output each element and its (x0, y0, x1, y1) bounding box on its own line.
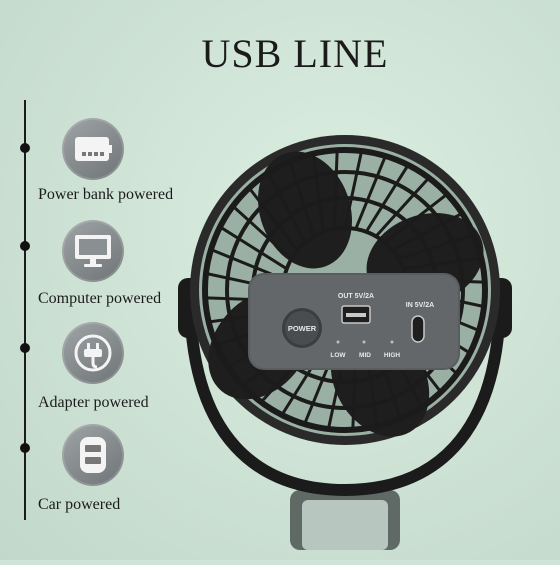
grille-spoke (403, 256, 484, 271)
grille-spoke (311, 151, 326, 232)
grille-spoke (246, 185, 299, 252)
speed-high-label: HIGH (384, 352, 401, 359)
speed-low-label: LOW (330, 352, 346, 359)
grille-spoke (266, 170, 307, 244)
usb-out-label: OUT 5V/2A (338, 293, 374, 300)
power-bank-icon (62, 118, 124, 180)
grille-spoke (217, 224, 288, 271)
grille-spoke (332, 148, 339, 229)
usb-c-port[interactable] (411, 315, 425, 343)
feature-label: Adapter powered (38, 394, 149, 411)
power-button-label: POWER (288, 324, 317, 333)
timeline-dot (20, 143, 30, 153)
feature-label: Car powered (38, 496, 121, 513)
speed-mid-label: MID (359, 352, 371, 359)
page-title: USB LINE (201, 31, 389, 76)
car-usb-icon (62, 424, 124, 486)
grille-spoke (230, 203, 293, 261)
grille-spoke (364, 162, 411, 233)
fan-illustration: POWER OUT 5V/2A IN 5V/2A LOW MID HIGH (170, 130, 560, 560)
grille-spoke (343, 148, 364, 229)
feature-label: Computer powered (38, 290, 162, 307)
power-button[interactable]: POWER (282, 308, 322, 348)
feature-label: Power bank powered (38, 186, 174, 203)
speed-indicators: LOW MID HIGH (330, 340, 401, 359)
fan-arm (184, 294, 506, 497)
grille-spoke (374, 175, 432, 238)
timeline-dot (20, 241, 30, 251)
grille-spoke (287, 158, 316, 237)
fan-base (290, 490, 400, 550)
grille-spoke (398, 232, 477, 261)
grille-spoke (391, 211, 465, 252)
timeline-line (24, 100, 26, 520)
grille-spoke (354, 153, 388, 230)
grille-spoke (383, 191, 450, 244)
plug-icon (62, 322, 124, 384)
monitor-icon (62, 220, 124, 282)
timeline-dot (20, 443, 30, 453)
timeline-dot (20, 343, 30, 353)
usb-in-label: IN 5V/2A (406, 302, 434, 309)
